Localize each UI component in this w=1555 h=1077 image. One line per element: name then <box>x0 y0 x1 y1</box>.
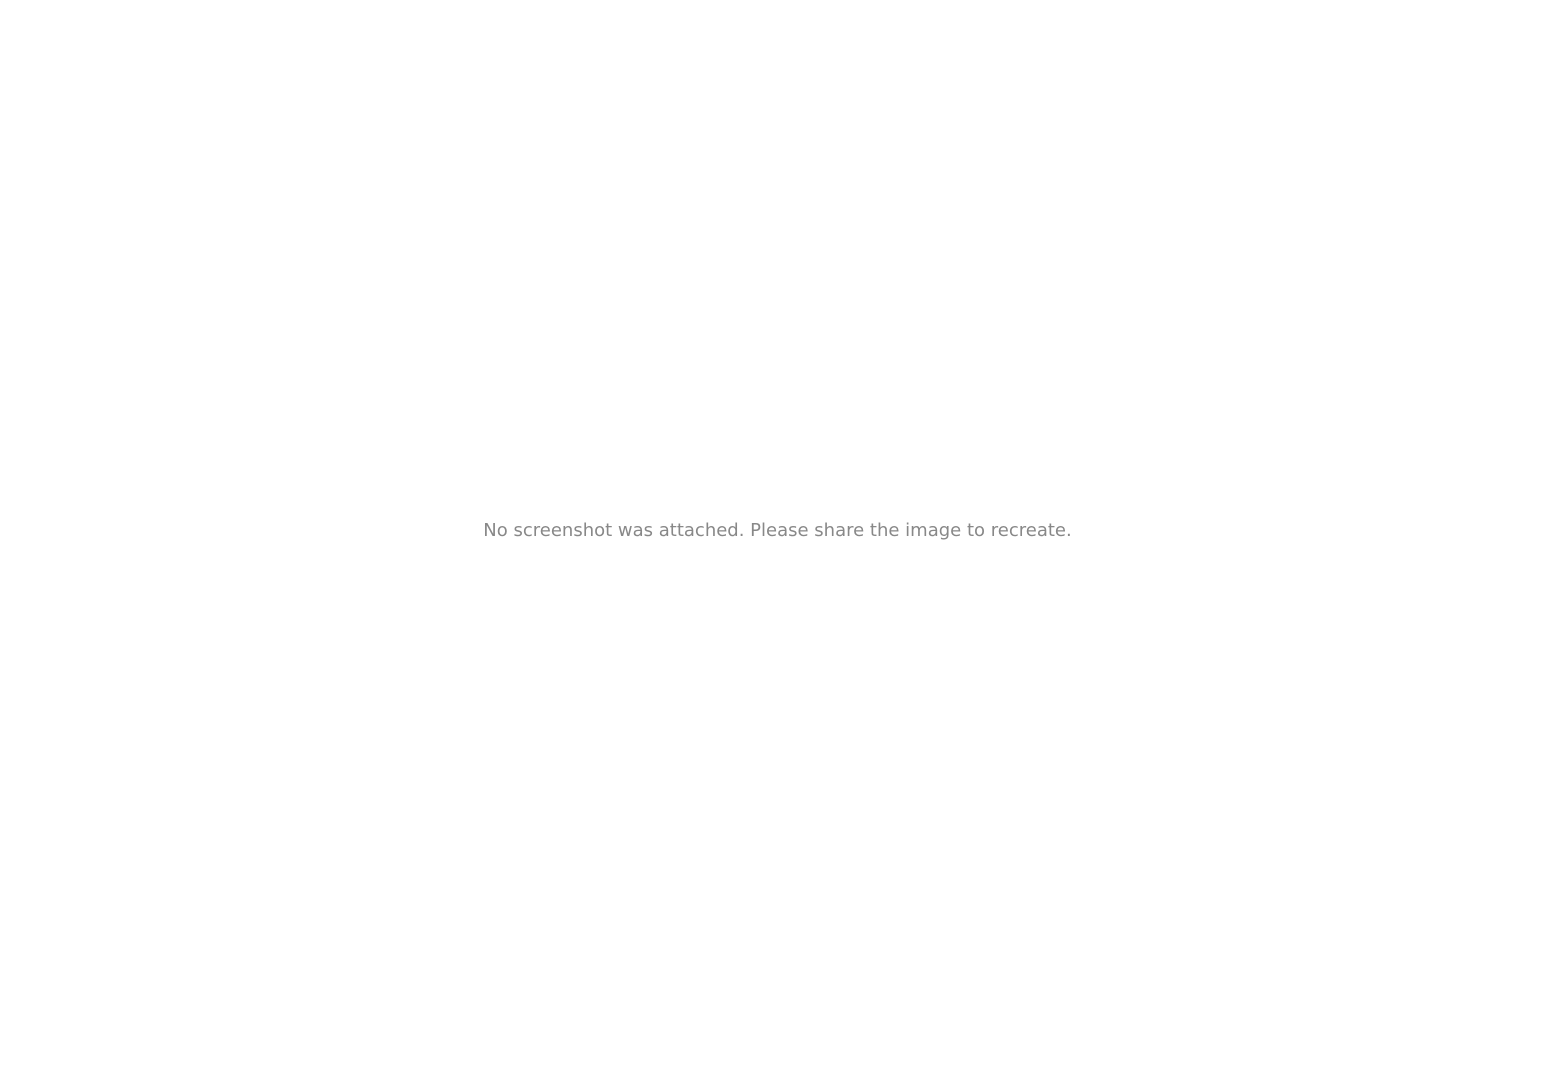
placeholder-notice: No screenshot was attached. Please share… <box>483 520 1072 541</box>
